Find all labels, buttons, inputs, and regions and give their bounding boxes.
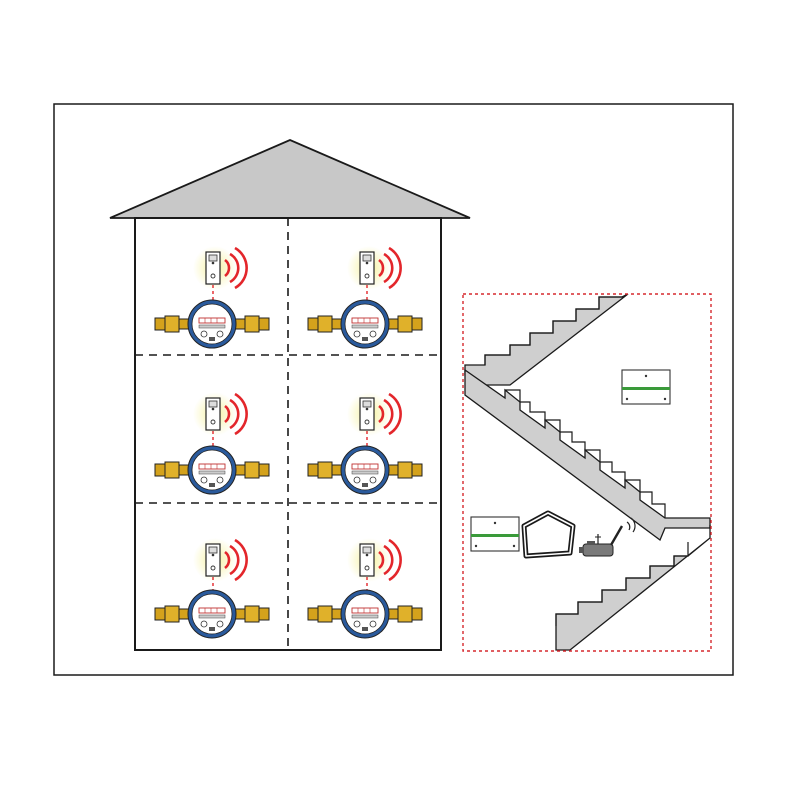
upper-stair-steps [484, 296, 622, 365]
lower-stair-steps [555, 542, 689, 626]
wall-receiver-panel-icon [621, 369, 671, 405]
apartment-building [109, 139, 471, 651]
main-stair-flight [464, 368, 711, 542]
main-stair-steps [505, 389, 666, 518]
stairwell-area [462, 293, 712, 652]
coil-antenna-icon [521, 510, 576, 559]
gsm-modem-icon [579, 517, 636, 557]
wall-receiver-panel-icon-2 [470, 516, 520, 552]
installation-boundary [462, 293, 712, 652]
